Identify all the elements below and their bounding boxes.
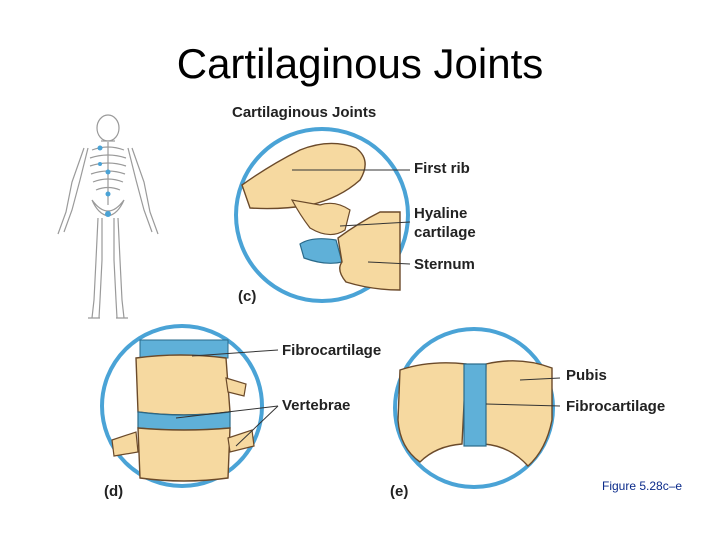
label-fibrocartilage-e: Fibrocartilage	[566, 398, 666, 415]
label-first-rib: First rib	[414, 160, 470, 177]
label-sternum: Sternum	[414, 256, 475, 273]
panel-d-letter: (d)	[104, 483, 124, 500]
panel-c-illustration	[234, 127, 411, 303]
label-hyaline: Hyaline	[414, 205, 468, 222]
panel-d-illustration	[100, 324, 279, 488]
skeleton-thumbnail	[57, 114, 159, 319]
label-pubis: Pubis	[566, 367, 607, 384]
panel-e-illustration	[393, 327, 561, 489]
figure-caption: Figure 5.28c–e	[602, 479, 683, 493]
label-fibrocartilage-d: Fibrocartilage	[282, 342, 382, 359]
panel-e-letter: (e)	[390, 483, 409, 500]
panel-c-letter: (c)	[238, 288, 257, 305]
figure-heading: Cartilaginous Joints	[232, 104, 377, 121]
skeleton-joint-markers	[97, 145, 111, 217]
label-vertebrae: Vertebrae	[282, 397, 351, 414]
label-cartilage: cartilage	[414, 224, 476, 241]
slide-title: Cartilaginous Joints	[176, 40, 544, 87]
